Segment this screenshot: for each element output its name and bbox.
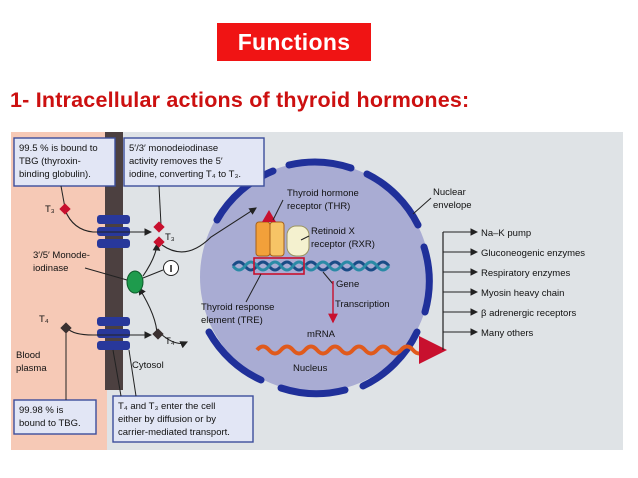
- label-monodeiodinase-2: iodinase: [33, 263, 68, 274]
- effect-arrows: [443, 228, 479, 336]
- effect-many-others: Many others: [481, 328, 534, 339]
- label-t4-plasma: T₄: [39, 314, 49, 325]
- box-transport-line2: either by diffusion or by: [118, 414, 216, 425]
- label-tre-1: Thyroid response: [201, 302, 274, 313]
- label-thr-1: Thyroid hormone: [287, 188, 359, 199]
- label-monodeiodinase-1: 3′/5′ Monode-: [33, 250, 90, 261]
- inhibitor-label: I: [170, 264, 173, 275]
- transporter-bottom: [97, 317, 130, 350]
- connector-monodeiodinase: [84, 267, 128, 281]
- label-t3-plasma: T₃: [45, 204, 55, 215]
- label-nucleus: Nucleus: [293, 363, 328, 374]
- connector-deiodinase: [158, 185, 162, 226]
- box-tbg-bound-line3: binding globulin).: [19, 169, 91, 180]
- box-tbg-bound-line1: 99.5 % is bound to: [19, 143, 98, 154]
- effect-respiratory-enzymes: Respiratory enzymes: [481, 268, 570, 279]
- label-blood-plasma-1: Blood: [16, 350, 40, 361]
- box-transport-line1: T₄ and T₃ enter the cell: [118, 401, 215, 412]
- connector-transport-1: [112, 349, 122, 397]
- thr-receptor-half: [269, 221, 285, 257]
- box-tbg-bound-line2: TBG (thyroxin-: [19, 156, 81, 167]
- label-nuclear-envelope-1: Nuclear: [433, 187, 466, 198]
- arrow-t4-cytosol: [160, 333, 189, 349]
- label-rxr-1: Retinoid X: [311, 226, 355, 237]
- box-tbg-bound: [13, 137, 116, 187]
- box-transport-line3: carrier-mediated transport.: [118, 427, 230, 438]
- label-nuclear-envelope-2: envelope: [433, 200, 472, 211]
- box-deiodinase-line3: iodine, converting T₄ to T₃.: [129, 169, 241, 180]
- slide-heading: 1- Intracellular actions of thyroid horm…: [10, 88, 470, 112]
- t3-bound-receptor: [262, 210, 276, 222]
- thr-receptor: [255, 221, 271, 257]
- box-deiodinase-line1: 5′/3′ monodeiodinase: [129, 143, 218, 154]
- nuclear-envelope: [205, 158, 433, 398]
- label-rxr-2: receptor (RXR): [311, 239, 375, 250]
- box-bound-9998-line2: bound to TBG.: [19, 418, 81, 429]
- nucleus: [200, 162, 430, 392]
- label-t3-cell: T₃: [165, 232, 175, 243]
- connector-tre: [245, 273, 262, 303]
- label-blood-plasma-2: plasma: [16, 363, 47, 374]
- box-deiodinase-line2: activity removes the 5′: [129, 156, 223, 167]
- connector-envelope: [412, 197, 432, 215]
- inhibitor-circle: [163, 260, 179, 276]
- thyroid-diagram: 99.5 % is bound to TBG (thyroxin- bindin…: [11, 132, 623, 450]
- functions-badge: Functions: [217, 23, 371, 61]
- label-thr-2: receptor (THR): [287, 201, 350, 212]
- effect-gluconeogenic-enzymes: Gluconeogenic enzymes: [481, 248, 585, 259]
- box-bound-9998: [13, 399, 97, 435]
- connector-gene: [322, 271, 334, 285]
- tre-region: [253, 257, 305, 275]
- arrow-t3-entry: [64, 209, 153, 236]
- deiodinase-enzyme: [126, 270, 144, 294]
- dna-helix: [231, 260, 391, 272]
- connector-enzyme-circle: [142, 269, 164, 279]
- connector-rxr: [300, 235, 310, 241]
- label-mrna: mRNA: [307, 329, 336, 340]
- label-tre-2: element (TRE): [201, 315, 263, 326]
- effect-na-k-pump: Na–K pump: [481, 228, 531, 239]
- label-cytosol: Cytosol: [132, 360, 164, 371]
- connector-transport-2: [128, 349, 137, 397]
- effect-myosin-heavy-chain: Myosin heavy chain: [481, 288, 564, 299]
- box-deiodinase: [123, 137, 265, 187]
- label-t4-cell: T₄: [165, 336, 175, 347]
- effect-beta-adrenergic-receptors: β adrenergic receptors: [481, 308, 576, 319]
- label-transcription: Transcription: [335, 299, 390, 310]
- box-bound-9998-line1: 99.98 % is: [19, 405, 64, 416]
- box-transport: [112, 395, 254, 443]
- arrow-t3-to-receptor: [161, 207, 257, 253]
- label-gene: Gene: [336, 279, 359, 290]
- connector-thr: [272, 199, 284, 221]
- arrow-enzyme-to-t3: [142, 242, 161, 277]
- mrna-strand: [255, 336, 447, 364]
- t4-molecule-cell: [152, 328, 164, 340]
- rxr-receptor: [286, 225, 310, 257]
